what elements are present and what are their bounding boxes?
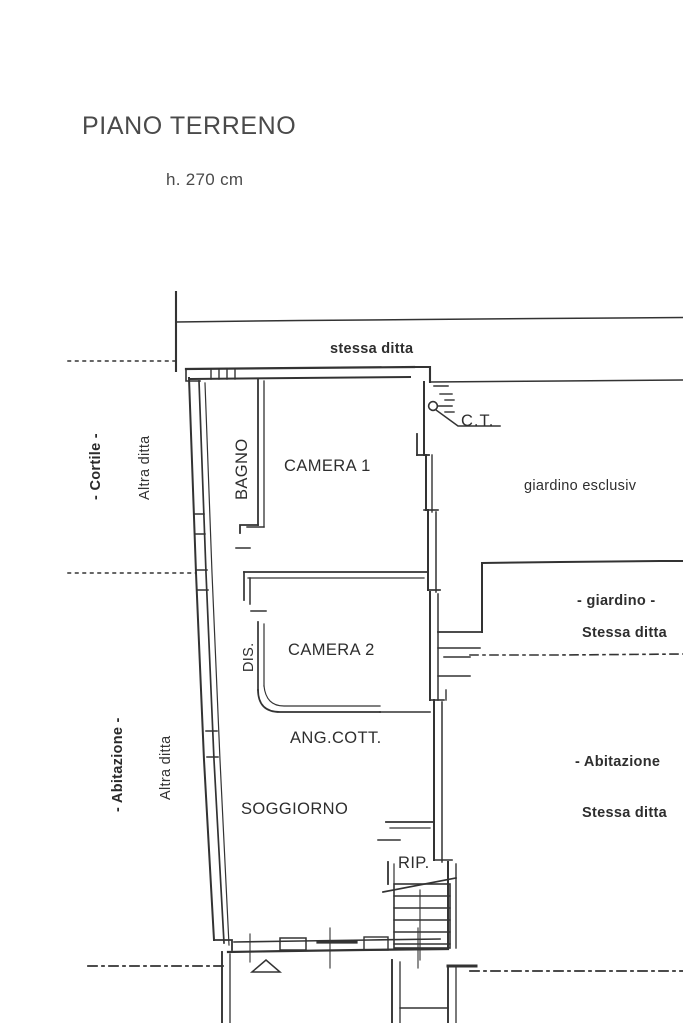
wall-left-inner bbox=[198, 380, 225, 944]
wall-top-inner bbox=[188, 375, 412, 381]
boiler-symbol-circle bbox=[427, 400, 439, 412]
wall-dis-curve-b bbox=[263, 685, 381, 707]
window-left-mid bbox=[195, 569, 209, 591]
window-left-lower bbox=[205, 730, 219, 758]
annotation-right-giardino: - giardino - bbox=[577, 593, 656, 609]
wall-ct-top bbox=[412, 365, 432, 384]
boundary-horizontal-top bbox=[175, 316, 683, 323]
boundary-horizontal-ct bbox=[429, 379, 683, 383]
annotation-left-abitazione: - Abitazione - bbox=[110, 717, 126, 812]
garden-boundary-top bbox=[480, 560, 683, 565]
wall-bottom-left-return bbox=[213, 939, 233, 951]
room-label-ang-cott: ANG.COTT. bbox=[290, 729, 382, 747]
wall-bagno-bottom bbox=[239, 524, 259, 534]
annotation-left-cortile-owner: Altra ditta bbox=[137, 435, 153, 500]
annotation-right-abitazione-owner: Stessa ditta bbox=[582, 805, 667, 821]
annotation-right-giardino-owner: Stessa ditta bbox=[582, 625, 667, 641]
room-label-dis: DIS. bbox=[241, 642, 257, 672]
wall-bottom-outer bbox=[226, 947, 450, 954]
annotation-right-abitazione: - Abitazione bbox=[575, 754, 661, 770]
room-label-camera1: CAMERA 1 bbox=[284, 457, 371, 475]
entrance-arrow-triangle bbox=[249, 959, 283, 973]
wall-top-outer bbox=[184, 365, 416, 371]
room-label-ct: C.T. bbox=[461, 412, 495, 430]
annotation-left-abitazione-owner: Altra ditta bbox=[158, 735, 174, 800]
room-label-camera2: CAMERA 2 bbox=[288, 641, 375, 659]
annotation-right-giardino-esclusivo: giardino esclusiv bbox=[524, 478, 637, 494]
stair-break-line bbox=[382, 877, 457, 893]
wall-left-inner-2 bbox=[204, 382, 230, 946]
room-label-bagno: BAGNO bbox=[233, 438, 251, 500]
dashdot-garden-divider bbox=[469, 653, 683, 656]
wall-top-opening-hatch bbox=[210, 368, 236, 380]
wall-dis-curve bbox=[257, 689, 381, 713]
wall-top-left-return bbox=[185, 368, 201, 382]
room-label-soggiorno: SOGGIORNO bbox=[241, 800, 349, 818]
staircase bbox=[382, 877, 457, 961]
bottom-opening-3 bbox=[363, 936, 389, 951]
page-title: PIANO TERRENO bbox=[82, 112, 297, 140]
window-left-upper bbox=[193, 513, 206, 535]
annotation-top-stessa-ditta: stessa ditta bbox=[330, 341, 414, 357]
bottom-opening-1 bbox=[279, 937, 307, 951]
ct-leader-line bbox=[434, 408, 501, 427]
annotation-left-cortile: - Cortile - bbox=[88, 433, 104, 500]
wall-left-outer bbox=[187, 376, 216, 942]
room-label-rip: RIP. bbox=[398, 854, 430, 872]
ceiling-height-label: h. 270 cm bbox=[166, 170, 244, 189]
